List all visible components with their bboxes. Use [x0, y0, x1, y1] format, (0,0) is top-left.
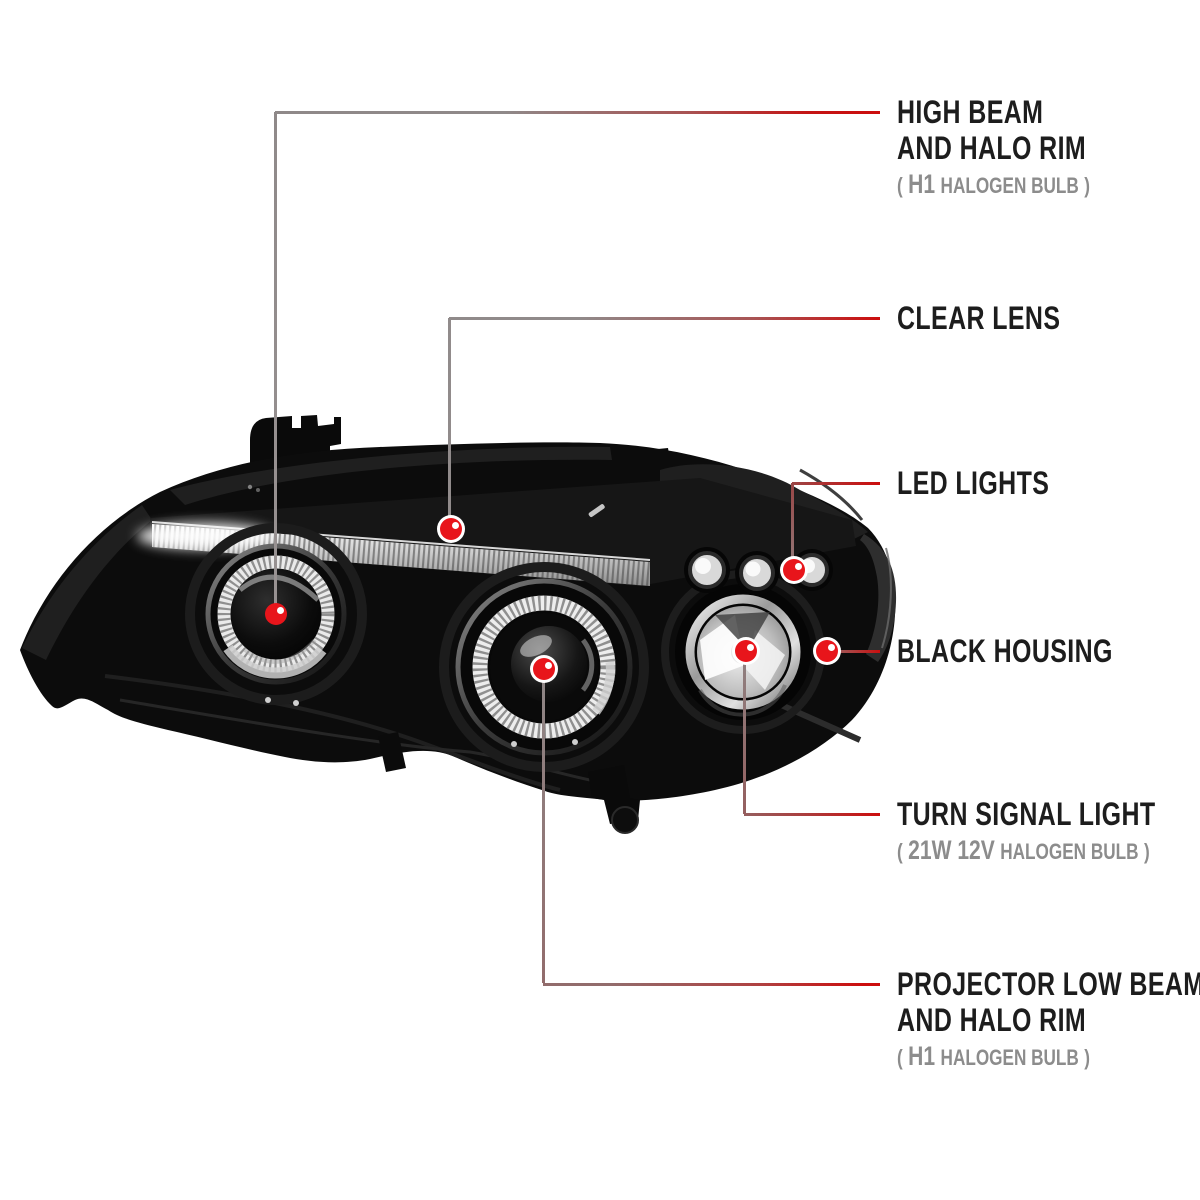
dot-highlight	[747, 644, 754, 651]
callout-dot	[440, 518, 462, 540]
label-title: AND HALO RIM	[897, 1002, 1087, 1038]
label-title: LED LIGHTS	[897, 465, 1050, 501]
callout-dot	[735, 640, 757, 662]
dot-highlight	[545, 662, 552, 669]
label-title: BLACK HOUSING	[897, 633, 1113, 669]
callout-dot	[783, 559, 805, 581]
label-title: AND HALO RIM	[897, 130, 1087, 166]
led-lights-row	[684, 547, 833, 595]
callout-dot	[816, 640, 838, 662]
label-title: PROJECTOR LOW BEAM	[897, 966, 1200, 1002]
dot-highlight	[795, 563, 802, 570]
callout-line	[790, 483, 794, 559]
label-black-housing: BLACK HOUSING	[897, 633, 1174, 669]
callout-dot	[533, 658, 555, 680]
label-title: TURN SIGNAL LIGHT	[897, 796, 1156, 832]
callout-line	[838, 649, 880, 653]
callout-line	[273, 112, 277, 604]
callout-line	[449, 316, 880, 320]
label-title: CLEAR LENS	[897, 300, 1061, 336]
dot-highlight	[277, 607, 284, 614]
callout-line	[541, 681, 545, 983]
callout-line	[742, 663, 746, 814]
callout-line	[275, 110, 880, 114]
callout-line	[543, 983, 880, 986]
callout-line	[447, 318, 451, 519]
label-title: HIGH BEAM	[897, 94, 1044, 130]
callout-line	[792, 481, 880, 485]
callout-line	[744, 812, 880, 816]
dot-highlight	[828, 644, 835, 651]
label-led-lights: LED LIGHTS	[897, 465, 1092, 501]
label-clear-lens: CLEAR LENS	[897, 300, 1106, 336]
dot-highlight	[452, 522, 459, 529]
callout-dot	[265, 603, 287, 625]
